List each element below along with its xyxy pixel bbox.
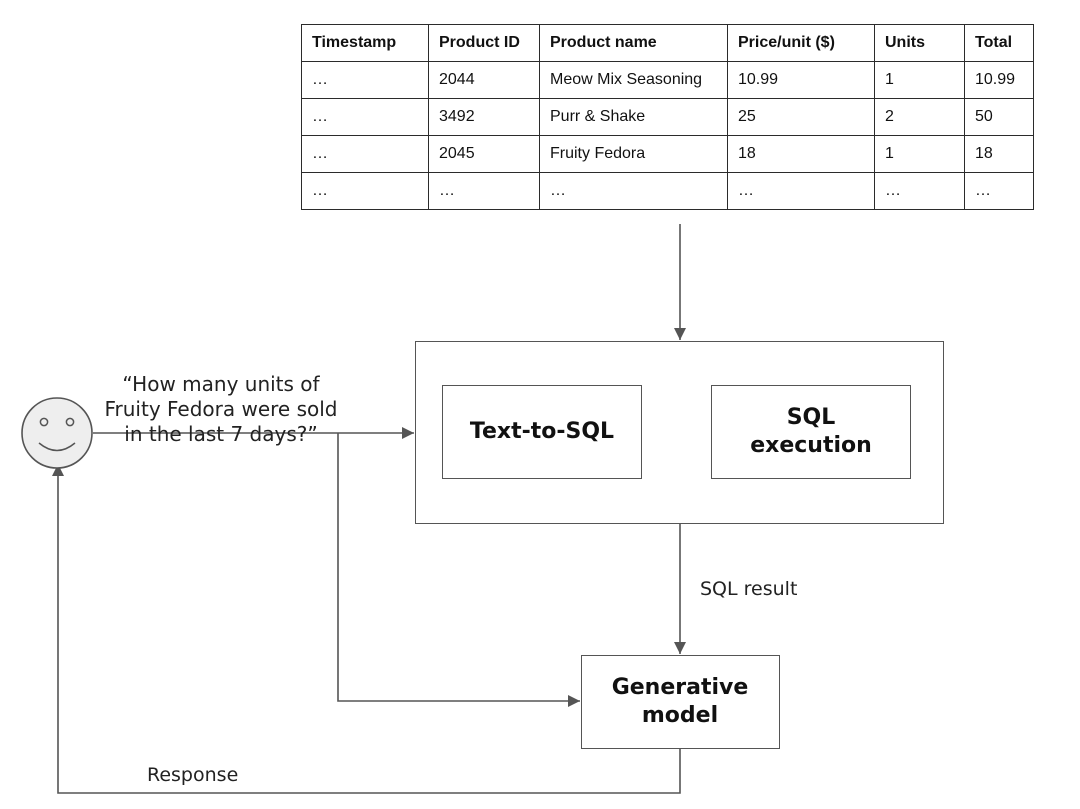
column-header-timestamp: Timestamp: [301, 24, 429, 62]
table-row: … … … … … …: [301, 172, 1034, 210]
table-row: … 2044 Meow Mix Seasoning 10.99 1 10.99: [301, 61, 1034, 99]
sales-data-table: Timestamp Product ID Product name Price/…: [301, 24, 1034, 210]
sql-result-label: SQL result: [700, 578, 798, 600]
table-cell: …: [874, 172, 965, 210]
generative-model-box: [581, 655, 780, 749]
sql-execution-label: SQL execution: [750, 404, 872, 458]
table-cell: …: [428, 172, 540, 210]
text-to-sql-label: Text-to-SQL: [469, 418, 615, 444]
table-cell: 50: [964, 98, 1034, 136]
response-label: Response: [147, 764, 239, 786]
generative-model-label: Generative model: [611, 674, 749, 728]
column-header-total: Total: [964, 24, 1034, 62]
table-cell: …: [301, 98, 429, 136]
text-to-sql-box: [442, 385, 642, 479]
table-cell: 1: [874, 135, 965, 173]
table-row: … 2045 Fruity Fedora 18 1 18: [301, 135, 1034, 173]
column-header-price-per-unit: Price/unit ($): [727, 24, 875, 62]
table-header-row: Timestamp Product ID Product name Price/…: [301, 24, 1034, 62]
table-cell: 2044: [428, 61, 540, 99]
table-cell: 10.99: [964, 61, 1034, 99]
table-cell: 3492: [428, 98, 540, 136]
table-cell: 1: [874, 61, 965, 99]
column-header-product-id: Product ID: [428, 24, 540, 62]
sql-execution-box: [711, 385, 911, 479]
table-cell: …: [727, 172, 875, 210]
table-cell: …: [964, 172, 1034, 210]
smiley-face-icon: [21, 397, 93, 469]
arrow-query-to-model: [337, 433, 580, 707]
table-cell: Fruity Fedora: [539, 135, 728, 173]
table-cell: Meow Mix Seasoning: [539, 61, 728, 99]
table-cell: …: [301, 61, 429, 99]
arrow-response-to-user: [52, 464, 681, 794]
table-cell: 18: [727, 135, 875, 173]
user-query-text: “How many units of Fruity Fedora were so…: [104, 372, 338, 447]
table-cell: 10.99: [727, 61, 875, 99]
table-cell: 25: [727, 98, 875, 136]
